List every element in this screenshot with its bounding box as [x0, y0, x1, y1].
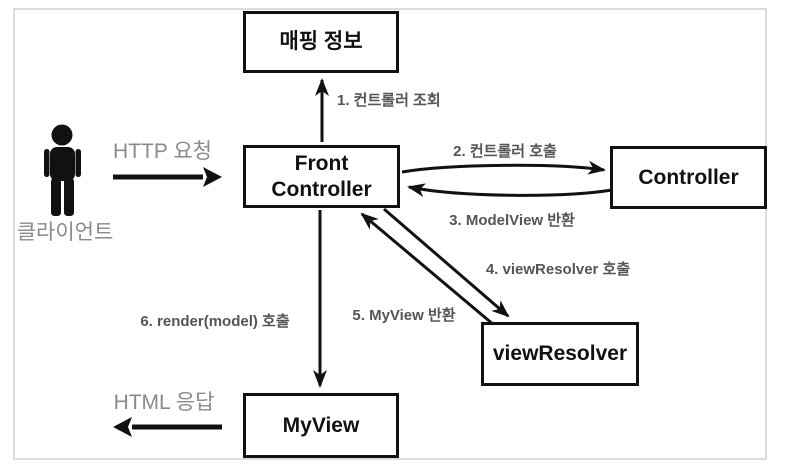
label-step-5: 5. MyView 반환 [352, 307, 456, 324]
diagram-frame [13, 8, 767, 460]
box-view-resolver-label: viewResolver [492, 342, 628, 365]
box-mapping-info: 매핑 정보 [243, 11, 399, 73]
box-mapping-info-label: 매핑 정보 [279, 30, 363, 53]
label-step-1: 1. 컨트롤러 조회 [337, 92, 441, 109]
label-step-4: 4. viewResolver 호출 [485, 261, 631, 278]
box-front-controller-label-line2: Controller [271, 177, 372, 201]
box-front-controller-label-line1: Front [294, 151, 349, 175]
box-controller-label: Controller [638, 165, 739, 189]
label-client: 클라이언트 [16, 221, 114, 244]
label-http-request: HTTP 요청 [113, 140, 212, 163]
box-my-view: MyView [243, 393, 399, 458]
arrow-step-3 [407, 183, 613, 198]
arrow-step-4 [383, 207, 510, 318]
person-icon [44, 124, 81, 216]
html-response-arrow [113, 417, 222, 437]
box-front-controller: Front Controller [243, 145, 400, 208]
arrow-step-5 [360, 212, 495, 327]
box-controller: Controller [610, 146, 767, 209]
arrow-step-2 [401, 160, 606, 175]
http-request-arrow [113, 167, 222, 187]
box-view-resolver: viewResolver [481, 322, 639, 386]
label-step-2: 2. 컨트롤러 호출 [453, 143, 557, 160]
box-my-view-label: MyView [282, 413, 360, 437]
label-step-6: 6. render(model) 호출 [140, 313, 290, 330]
label-step-3: 3. ModelView 반환 [449, 212, 575, 229]
label-html-response: HTML 응답 [113, 391, 215, 414]
